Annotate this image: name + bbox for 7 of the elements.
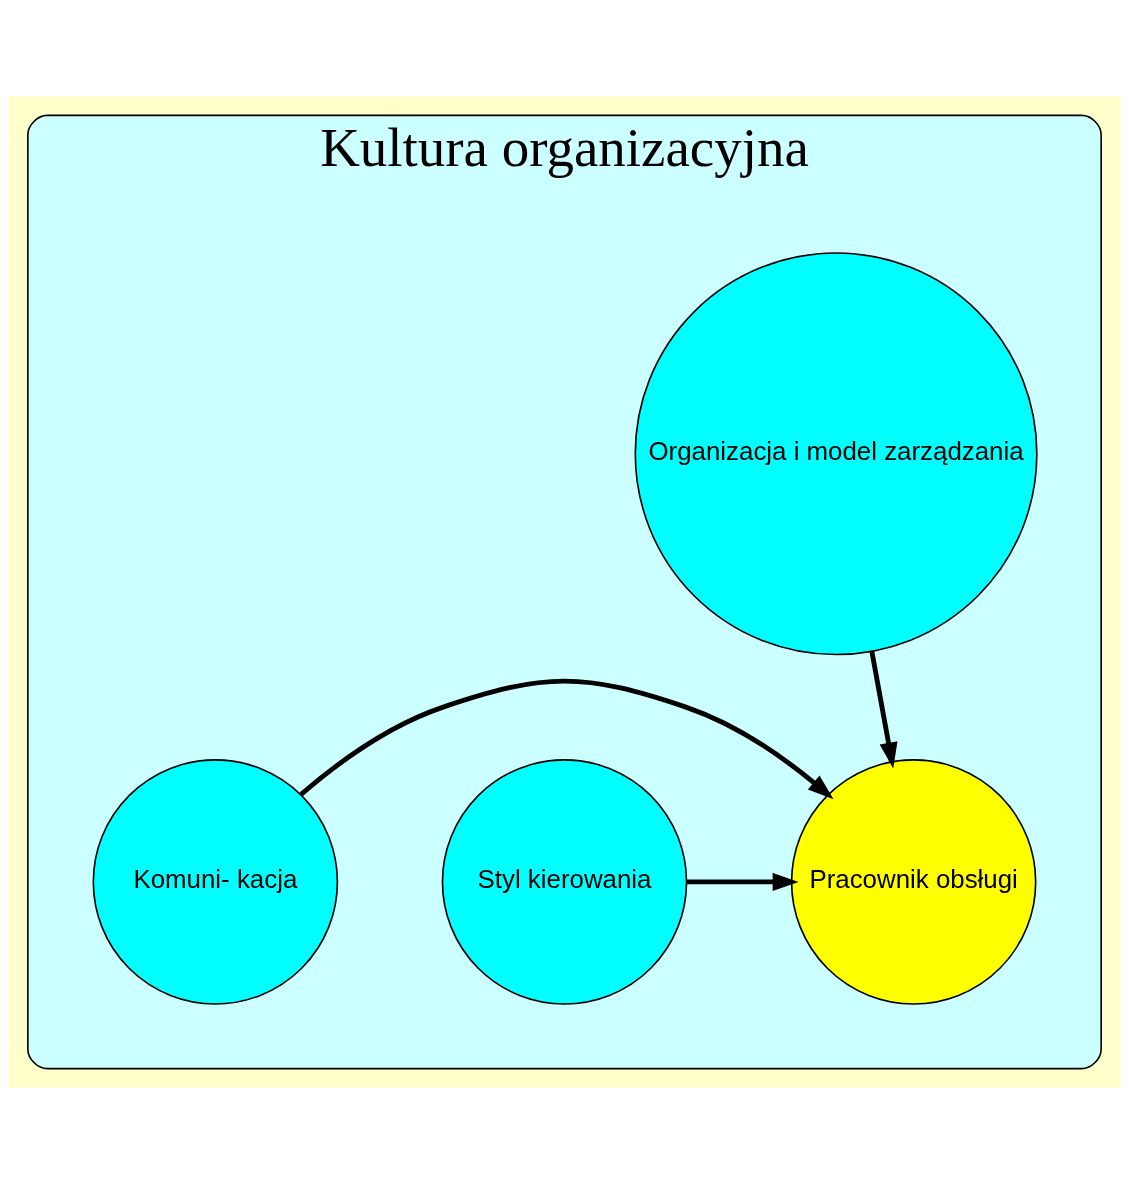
node-circle: Pracownik obsługi [790, 758, 1037, 1005]
node-circle: Organizacja i model zarządzania [634, 251, 1038, 655]
node-circle: Styl kierowania [441, 758, 688, 1005]
arrow [869, 650, 898, 768]
arrow [299, 678, 834, 799]
node-circle: Komuni- kacja [92, 758, 339, 1005]
arrow [686, 872, 799, 891]
